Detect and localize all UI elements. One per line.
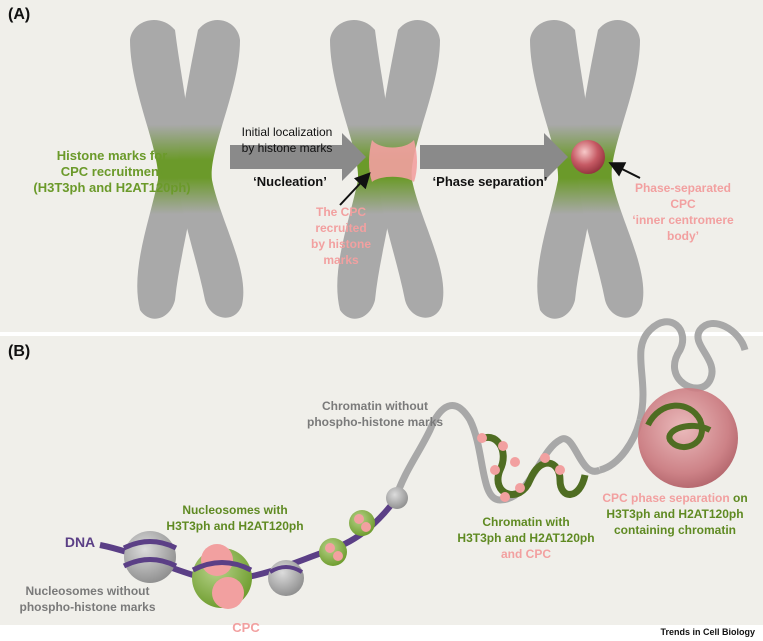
pointer-arrow-cpc — [339, 172, 371, 206]
nucleosome-unmarked-3 — [386, 487, 408, 509]
cpc-on-nucleosome-2 — [212, 577, 244, 609]
dna-label: DNA — [64, 534, 96, 550]
chromosome-2 — [330, 19, 444, 319]
cpc-recruited-label: The CPC recruited by histone marks — [310, 205, 371, 267]
initial-localization-label: Initial localization by histone marks — [241, 125, 333, 155]
panel-b-label: (B) — [8, 343, 31, 360]
phase-separated-label: Phase-separated CPC ‘inner centromere bo… — [632, 181, 734, 243]
chromatin-in-sphere — [645, 402, 712, 451]
journal-footer: Trends in Cell Biology — [660, 627, 755, 637]
pointer-arrow-droplet — [608, 162, 641, 179]
cpc-phase-separation-label: CPC phase separation on H3T3ph and H2AT1… — [602, 491, 748, 537]
panel-a-label: (A) — [8, 6, 31, 23]
nucleation-label: ‘Nucleation’ — [253, 174, 327, 189]
chromatin-without-label: Chromatin without phospho-histone marks — [306, 399, 443, 429]
phase-separated-droplet — [571, 140, 605, 174]
nucleosomes-without-label: Nucleosomes without phospho-histone mark… — [19, 584, 156, 614]
histone-marks-label: Histone marks for CPC recruitment (H3T3p… — [33, 148, 191, 195]
phase-separation-label: ‘Phase separation’ — [432, 174, 548, 189]
chromatin-with-label: Chromatin with H3T3ph and H2AT120ph and … — [457, 515, 595, 561]
cpc-dots-on-chromatin — [477, 433, 565, 502]
cpc-recruited-patch — [369, 140, 417, 182]
nucleation-arrow — [230, 133, 366, 181]
cpc-label: CPC — [232, 620, 260, 635]
chromatin-with-marks — [478, 433, 589, 498]
chromosome-1 — [130, 19, 244, 319]
cpc-phase-separated-sphere — [638, 388, 738, 488]
cpc-on-nucleosome-1 — [201, 544, 233, 576]
nucleosomes-with-label: Nucleosomes with H3T3ph and H2AT120ph — [166, 503, 304, 533]
grey-chromatin-loop — [636, 318, 749, 421]
panel-b — [0, 336, 763, 625]
phase-separation-arrow — [420, 133, 568, 181]
